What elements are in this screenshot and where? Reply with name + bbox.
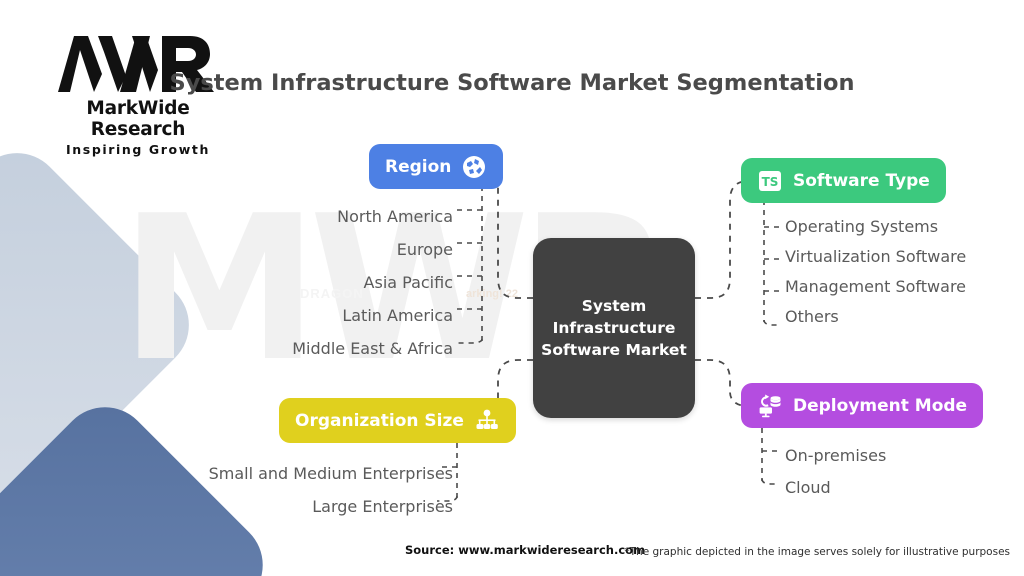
watermark-text: DRAGON xyxy=(300,286,364,301)
list-item[interactable]: Others xyxy=(785,307,839,326)
branch-label-deployment-mode: Deployment Mode xyxy=(793,395,968,416)
branch-badge-deployment-mode[interactable]: Deployment Mode xyxy=(741,383,984,428)
leaf-list-deployment-mode: On-premises Cloud xyxy=(785,440,886,504)
list-item[interactable]: Middle East & Africa xyxy=(292,339,453,358)
leaf-list-organization-size: Small and Medium Enterprises Large Enter… xyxy=(209,457,453,523)
list-item[interactable]: Large Enterprises xyxy=(312,497,453,516)
branch-badge-software-type[interactable]: TS Software Type xyxy=(741,158,946,203)
branch-badge-organization-size[interactable]: Organization Size xyxy=(279,398,516,443)
list-item[interactable]: North America xyxy=(337,207,453,226)
brand-tagline: Inspiring Growth xyxy=(66,142,210,157)
brand-name: MarkWide Research xyxy=(86,98,190,140)
list-item[interactable]: Virtualization Software xyxy=(785,247,967,266)
branch-badge-region[interactable]: Region xyxy=(369,144,504,189)
ts-badge-icon: TS xyxy=(757,168,783,194)
list-item[interactable]: Cloud xyxy=(785,478,831,497)
svg-text:TS: TS xyxy=(762,175,779,189)
branch-label-organization-size: Organization Size xyxy=(295,410,464,431)
branch-label-software-type: Software Type xyxy=(793,170,930,191)
list-item[interactable]: Asia Pacific xyxy=(363,273,453,292)
watermark-text-secondary: arking! 22 xyxy=(466,288,518,300)
branch-label-region: Region xyxy=(385,156,452,177)
list-item[interactable]: Europe xyxy=(396,240,453,259)
brand-logo: MarkWide Research Inspiring Growth xyxy=(38,34,238,157)
list-item[interactable]: Management Software xyxy=(785,277,967,296)
leaf-list-software-type: Operating Systems Virtualization Softwar… xyxy=(785,212,966,332)
org-chart-icon xyxy=(474,408,500,434)
list-item[interactable]: Small and Medium Enterprises xyxy=(208,464,453,483)
globe-icon xyxy=(461,154,487,180)
logo-mark-icon xyxy=(38,34,238,96)
center-node-label: System Infrastructure Software Market xyxy=(541,297,687,359)
disclaimer-note: *The graphic depicted in the image serve… xyxy=(624,546,1010,558)
server-deploy-icon xyxy=(757,393,783,419)
list-item[interactable]: On-premises xyxy=(785,446,887,465)
source-note: Source: www.markwideresearch.com xyxy=(405,543,646,557)
leaf-list-region: North America Europe Asia Pacific Latin … xyxy=(292,200,453,365)
list-item[interactable]: Operating Systems xyxy=(785,217,939,236)
page-title: System Infrastructure Software Market Se… xyxy=(169,70,855,96)
center-node[interactable]: System Infrastructure Software Market xyxy=(533,238,695,418)
list-item[interactable]: Latin America xyxy=(342,306,453,325)
